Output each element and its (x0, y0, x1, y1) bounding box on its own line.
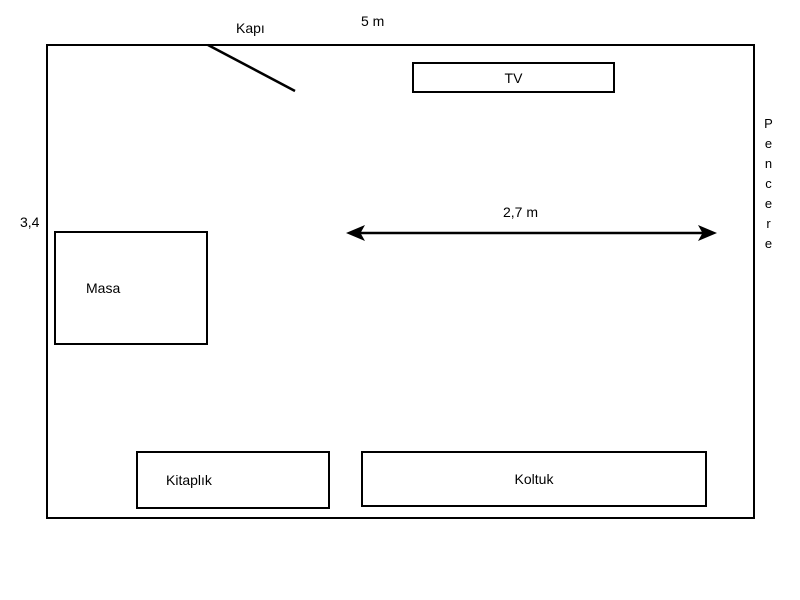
bookshelf-rect: Kitaplık (136, 451, 330, 509)
bookshelf-label: Kitaplık (166, 472, 212, 488)
table-label: Masa (86, 280, 121, 296)
window-label: Pencere (761, 116, 776, 256)
tv-label: TV (504, 69, 523, 86)
top-width-label: 5 m (361, 13, 385, 29)
inner-width-label: 2,7 m (503, 204, 539, 220)
room-outline (46, 44, 755, 519)
sofa-label: Koltuk (514, 471, 554, 487)
table-rect: Masa (54, 231, 208, 345)
door-label: Kapı (236, 20, 265, 36)
sofa-rect: Koltuk (361, 451, 707, 507)
tv-rect: TV (412, 62, 615, 93)
left-height-label: 3,4 (20, 214, 40, 230)
